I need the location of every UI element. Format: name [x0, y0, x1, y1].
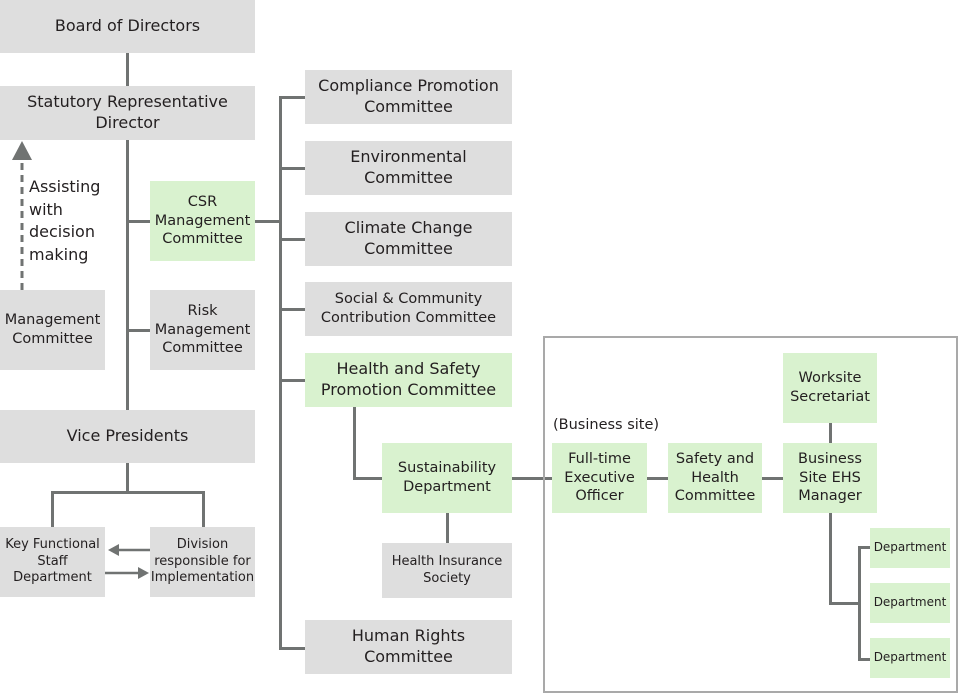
department-box: Department [870, 583, 950, 623]
connector [126, 53, 129, 86]
connector [353, 477, 383, 480]
connector [126, 220, 151, 223]
assisting-label: Assisting with decision making [29, 177, 101, 264]
environmental-committee-box: Environmental Committee [305, 141, 512, 195]
up-arrow-icon [12, 141, 32, 160]
connector [51, 491, 54, 528]
key-functional-staff-department-box: Key Functional Staff Department [0, 527, 105, 597]
connector [126, 463, 129, 493]
connector [279, 647, 306, 650]
division-responsible-for-implementation-box: Division responsible for Implementation [150, 527, 255, 597]
fulltime-executive-officer-box: Full-time Executive Officer [552, 443, 647, 513]
connector [858, 658, 872, 661]
department-box: Department [870, 528, 950, 568]
management-committee-box: Management Committee [0, 290, 105, 370]
safety-health-committee-box: Safety and Health Committee [668, 443, 762, 513]
health-safety-promotion-committee-box: Health and Safety Promotion Committee [305, 353, 512, 407]
connector [279, 308, 306, 311]
statutory-representative-director-box: Statutory Representative Director [0, 86, 255, 140]
connector [858, 546, 861, 661]
vice-presidents-box: Vice Presidents [0, 410, 255, 463]
business-site-frame [543, 336, 958, 693]
connector [512, 477, 553, 480]
connector [126, 329, 151, 332]
connector [446, 512, 449, 544]
connector [126, 140, 129, 412]
compliance-promotion-committee-box: Compliance Promotion Committee [305, 70, 512, 124]
csr-management-committee-box: CSR Management Committee [150, 181, 255, 261]
connector [279, 167, 306, 170]
right-arrow-icon [138, 567, 149, 579]
connector [279, 96, 306, 99]
board-of-directors-box: Board of Directors [0, 0, 255, 53]
human-rights-committee-box: Human Rights Committee [305, 620, 512, 674]
department-box: Department [870, 638, 950, 678]
business-site-label: (Business site) [553, 417, 660, 433]
connector [254, 220, 280, 223]
climate-change-committee-box: Climate Change Committee [305, 212, 512, 266]
business-site-ehs-manager-box: Business Site EHS Manager [783, 443, 877, 513]
left-arrow-icon [108, 544, 119, 556]
connector [647, 477, 669, 480]
health-insurance-society-box: Health Insurance Society [382, 543, 512, 598]
connector [202, 491, 205, 528]
worksite-secretariat-box: Worksite Secretariat [783, 353, 877, 423]
sustainability-department-box: Sustainability Department [382, 443, 512, 513]
connector [279, 238, 306, 241]
connector [858, 546, 872, 549]
connector [51, 491, 205, 494]
risk-management-committee-box: Risk Management Committee [150, 290, 255, 370]
connector [829, 602, 861, 605]
connector [762, 477, 784, 480]
connector [279, 96, 282, 649]
connector [279, 379, 306, 382]
connector [353, 406, 356, 479]
social-community-contribution-committee-box: Social & Community Contribution Committe… [305, 282, 512, 336]
connector [829, 423, 832, 444]
connector [829, 512, 832, 605]
